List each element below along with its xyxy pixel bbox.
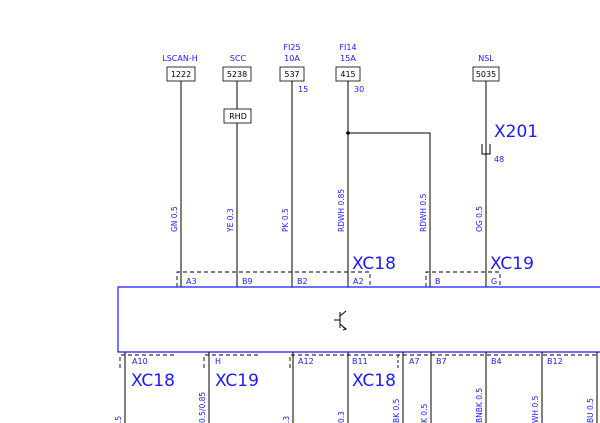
inline-connector-x201: X201 48: [481, 122, 538, 164]
lower-wires: [124, 352, 598, 423]
wire-color-label: BU 0.5: [586, 398, 595, 423]
pin-label: B: [435, 277, 441, 286]
wire-color-label: YE 0.3: [226, 208, 235, 233]
rhd-label: RHD: [229, 112, 247, 121]
connector-label-xc18: XC18: [352, 254, 396, 274]
connector-xc19-outline: [425, 271, 501, 287]
fuse-name: FI25: [283, 43, 300, 52]
wire-color-label: WH 0.5: [531, 395, 540, 423]
wire-color-label: BK 0.5: [392, 398, 401, 423]
connector-label-xc19: XC19: [215, 371, 259, 391]
pin-label: B12: [547, 357, 563, 366]
upper-wire-labels: GN 0.5 YE 0.3 PK 0.5 RDWH 0.85 RDWH 0.5 …: [170, 189, 484, 233]
control-module: [117, 286, 600, 353]
pin-label: H: [215, 357, 221, 366]
splice-dot: [346, 131, 350, 135]
wire-fi14-branch: [348, 132, 431, 287]
inline-connector-pin: 48: [494, 155, 504, 164]
pin-label: A10: [132, 357, 148, 366]
top-signal-fi25: FI25 10A 537 15: [279, 43, 308, 94]
signal-name: SCC: [230, 54, 247, 63]
top-signal-lscan-h: LSCAN-H 1222: [162, 54, 198, 82]
inline-connector-symbol: [481, 144, 491, 155]
wire-color-label: BNBK 0.5: [475, 388, 484, 423]
top-signal-fi14: FI14 15A 415 30: [335, 43, 364, 94]
wire-color-label: OG 0.5: [475, 206, 484, 232]
rhd-box: [223, 108, 252, 124]
connector-xc18-outline: [176, 271, 371, 287]
upper-wires: [180, 81, 487, 287]
lower-connectors: [119, 354, 598, 368]
wire-color-label: RDWH 0.85: [337, 189, 346, 232]
wire-color-label: 0.5/0.85: [198, 392, 207, 423]
signal-code: 5238: [227, 70, 247, 79]
connector-xc19-b-outline: [203, 354, 258, 368]
lower-wire-labels: .5 0.5/0.85 .3 0.3 BK 0.5 K 0.5 BNBK 0.5…: [114, 388, 595, 423]
connector-xc18-a-outline: [119, 354, 174, 368]
inline-connector-label: X201: [494, 122, 538, 142]
wire-color-label: K 0.5: [420, 404, 429, 423]
upper-pin-labels: A3 B9 B2 A2 B G: [186, 277, 497, 286]
terminal-number: 30: [354, 85, 364, 94]
terminal-number: 15: [298, 85, 308, 94]
wire-color-label: .3: [282, 416, 291, 423]
wire-color-label: 0.3: [337, 411, 346, 423]
connector-label-xc18: XC18: [352, 371, 396, 391]
fuse-rating: 10A: [284, 54, 300, 63]
wire-color-label: PK 0.5: [281, 208, 290, 232]
fuse-rating: 15A: [340, 54, 356, 63]
wire-color-label: GN 0.5: [170, 206, 179, 232]
connector-xc18-b-outline: [289, 354, 598, 368]
module-outline: [117, 286, 600, 353]
pin-label: A7: [409, 357, 420, 366]
rhd-option: RHD: [223, 108, 252, 124]
top-signal-scc: SCC 5238: [222, 54, 252, 82]
pin-label: B7: [436, 357, 447, 366]
pin-label: B4: [491, 357, 502, 366]
pin-label: A3: [186, 277, 197, 286]
wire-color-label: RDWH 0.5: [419, 193, 428, 232]
pin-label: B9: [242, 277, 253, 286]
pin-label: B2: [297, 277, 308, 286]
fuse-name: FI14: [339, 43, 356, 52]
pin-label: A12: [298, 357, 314, 366]
signal-code: 537: [284, 70, 299, 79]
pin-label: B11: [352, 357, 368, 366]
pin-label: A2: [353, 277, 364, 286]
signal-name: LSCAN-H: [162, 54, 197, 63]
signal-code: 415: [340, 70, 355, 79]
connector-label-xc18: XC18: [131, 371, 175, 391]
upper-connectors: [176, 271, 501, 287]
signal-name: NSL: [478, 54, 494, 63]
signal-code: 1222: [171, 70, 191, 79]
wire-color-label: .5: [114, 416, 123, 423]
pin-label: G: [491, 277, 497, 286]
lower-pin-labels: A10 H A12 B11 A7 B7 B4 B12: [132, 357, 563, 366]
connector-label-xc19: XC19: [490, 254, 534, 274]
top-signal-nsl: NSL 5035: [472, 54, 500, 82]
transistor-icon: [334, 310, 348, 331]
signal-code: 5035: [476, 70, 496, 79]
